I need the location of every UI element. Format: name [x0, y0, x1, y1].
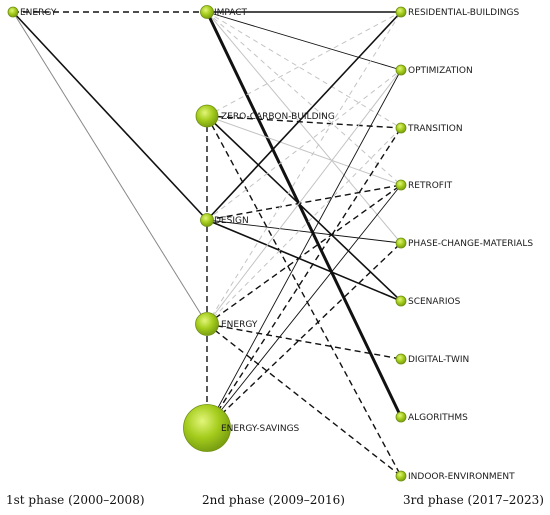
link-savings-retro	[206, 184, 402, 429]
nodes-layer: ENERGY IMPACT ZERO-CARBON-BUILDING DESIGN EN…	[7, 5, 533, 482]
link-design-scen	[206, 219, 402, 302]
node-label-retro: RETROFIT	[408, 181, 453, 191]
node-label-impact: IMPACT	[214, 8, 248, 18]
node-circle-dt	[395, 353, 407, 365]
link-zcb-res	[206, 11, 402, 117]
node-indoor: INDOOR-ENVIRONMENT	[395, 470, 515, 482]
node-design: DESIGN	[200, 213, 249, 227]
link-savings-opt	[206, 69, 402, 429]
node-pcm: PHASE-CHANGE-MATERIALS	[395, 237, 533, 249]
node-res: RESIDENTIAL-BUILDINGS	[395, 6, 519, 18]
link-design-res	[206, 11, 402, 221]
node-label-res: RESIDENTIAL-BUILDINGS	[408, 8, 519, 18]
link-design-pcm	[206, 219, 402, 244]
node-label-zcb: ZERO-CARBON-BUILDING	[221, 112, 335, 122]
node-retro: RETROFIT	[395, 179, 453, 191]
node-circle-energy_2	[195, 312, 219, 336]
node-circle-opt	[395, 64, 407, 76]
node-circle-savings	[183, 404, 231, 452]
node-label-trans: TRANSITION	[407, 124, 463, 134]
link-energy_2-opt	[206, 69, 402, 325]
link-impact-algo	[205, 11, 403, 418]
node-zcb: ZERO-CARBON-BUILDING	[195, 104, 335, 128]
node-label-pcm: PHASE-CHANGE-MATERIALS	[408, 239, 533, 249]
phase-label-2: 2nd phase (2009–2016)	[202, 493, 345, 507]
node-label-energy_2: ENERGY	[221, 320, 258, 330]
link-zcb-indoor	[206, 115, 402, 477]
link-zcb-trans	[206, 115, 402, 129]
node-impact: IMPACT	[200, 5, 248, 19]
phase-label-3: 3rd phase (2017–2023)	[403, 493, 544, 507]
node-opt: OPTIMIZATION	[395, 64, 473, 76]
node-circle-indoor	[395, 470, 407, 482]
node-label-dt: DIGITAL-TWIN	[408, 355, 469, 365]
node-trans: TRANSITION	[395, 122, 463, 134]
link-energy_2-trans	[206, 127, 402, 325]
link-design-retro	[206, 184, 402, 221]
node-circle-algo	[395, 411, 407, 423]
node-label-design: DESIGN	[214, 216, 249, 226]
node-circle-res	[395, 6, 407, 18]
node-circle-energy_1	[7, 6, 19, 18]
node-circle-retro	[395, 179, 407, 191]
node-label-scen: SCENARIOS	[408, 297, 461, 307]
node-label-energy_1: ENERGY	[20, 8, 57, 18]
node-energy_2: ENERGY	[195, 312, 258, 336]
node-circle-trans	[395, 122, 407, 134]
links-layer	[12, 11, 403, 477]
node-circle-scen	[395, 295, 407, 307]
node-label-indoor: INDOOR-ENVIRONMENT	[408, 472, 515, 482]
link-impact-pcm	[206, 11, 402, 244]
node-label-algo: ALGORITHMS	[408, 413, 468, 423]
link-zcb-scen	[206, 115, 402, 302]
link-energy_1-design	[12, 11, 208, 221]
node-circle-impact	[200, 5, 214, 19]
link-savings-pcm	[206, 242, 402, 429]
node-label-savings: ENERGY-SAVINGS	[221, 424, 300, 434]
node-savings: ENERGY-SAVINGS	[183, 404, 300, 452]
node-dt: DIGITAL-TWIN	[395, 353, 469, 365]
link-impact-retro	[206, 11, 402, 186]
node-circle-design	[200, 213, 214, 227]
node-energy_1: ENERGY	[7, 6, 57, 18]
link-impact-opt	[206, 11, 402, 71]
link-energy_2-dt	[206, 323, 402, 360]
node-scen: SCENARIOS	[395, 295, 461, 307]
link-zcb-retro	[206, 115, 402, 186]
node-circle-pcm	[395, 237, 407, 249]
node-algo: ALGORITHMS	[395, 411, 468, 423]
link-energy_2-indoor	[206, 323, 402, 477]
link-energy_2-res	[206, 11, 402, 325]
phase-label-1: 1st phase (2000–2008)	[6, 493, 145, 507]
link-energy_1-energy_2	[12, 11, 208, 325]
link-design-opt	[206, 69, 402, 221]
link-energy_2-retro	[206, 184, 402, 325]
node-label-opt: OPTIMIZATION	[408, 66, 473, 76]
node-circle-zcb	[195, 104, 219, 128]
link-impact-trans	[206, 11, 402, 129]
